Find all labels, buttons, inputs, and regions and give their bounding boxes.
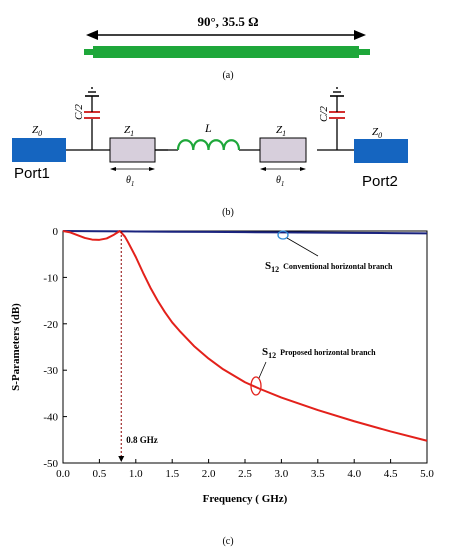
z1-right-box [259,137,307,163]
inductor-label: L [204,121,212,135]
transmission-line-right-stub [358,49,370,55]
z0-left-label: Z0 [32,124,42,138]
caption-a: (a) [222,70,233,81]
line-label: 90°, 35.5 Ω [197,14,258,29]
x-tick-label: 1.0 [129,468,143,480]
arrow-head-icon [300,167,306,171]
port1-block [12,138,66,162]
x-tick-label: 1.5 [165,468,179,480]
cap-right-label: C/2 [318,106,330,122]
inductor-coil-icon [176,139,241,151]
x-tick-label: 5.0 [420,468,434,480]
y-tick-label: -10 [43,272,58,284]
x-tick-label: 0.5 [93,468,107,480]
z1-left-box [109,137,156,163]
figure-c-chart: 0 -10 -20 -30 -40 -50 0.0 0.5 1.0 1.5 2.0 2.5 3.0 3.… [10,226,434,547]
z0-right-label: Z0 [372,126,382,140]
figure-b: Z0 Port1 Z0 Port2 C/2 C [12,87,408,218]
arrow-head-icon [110,167,116,171]
x-tick-label: 3.0 [275,468,289,480]
x-tick-label: 4.0 [347,468,361,480]
arrow-head-icon [149,167,155,171]
y-axis-label: S-Parameters (dB) [10,303,22,391]
cap-left-label: C/2 [73,104,85,120]
caption-c: (c) [222,536,233,547]
z1-right-label: Z1 [276,124,286,138]
marker-label: 0.8 GHz [126,435,158,445]
transmission-line-main [93,46,359,58]
capacitor-right: C/2 [318,87,345,150]
y-tick-label: -20 [43,319,58,331]
conventional-leader-line [286,237,319,257]
y-tick-label: 0 [53,226,59,238]
arrow-head-left-icon [86,30,98,40]
series-line-proposed [62,230,428,442]
theta-right-label: θ1 [276,175,284,188]
x-tick-label: 3.5 [311,468,325,480]
y-tick-label: -40 [43,412,58,424]
y-tick-label: -50 [43,458,58,470]
caption-b: (b) [222,207,234,218]
inductor: L [176,121,241,151]
y-tick-label: -30 [43,365,58,377]
conventional-marker-ellipse [277,230,289,240]
proposed-leader-line [258,361,267,379]
arrow-head-right-icon [354,30,366,40]
proposed-marker-ellipse [250,376,262,396]
theta-left-label: θ1 [126,175,134,188]
port2-block [354,139,408,163]
port1-label: Port1 [14,165,50,182]
x-axis-label: Frequency ( GHz) [203,493,288,505]
figure-a: 90°, 35.5 Ω (a) [84,14,370,81]
arrow-head-icon [260,167,266,171]
transmission-line-left-stub [84,49,94,55]
x-tick-label: 4.5 [384,468,398,480]
capacitor-left: C/2 [73,87,100,150]
x-tick-label: 2.5 [238,468,252,480]
marker-arrow-icon [118,456,125,462]
series-line-conventional [62,230,428,235]
x-tick-label: 2.0 [202,468,216,480]
z1-left-label: Z1 [124,124,134,138]
port2-label: Port2 [362,173,398,190]
x-tick-label: 0.0 [56,468,70,480]
x-axis: 0.0 0.5 1.0 1.5 2.0 2.5 3.0 3.5 4.0 4.5 5.0 [56,459,434,480]
series-layer [62,230,428,442]
